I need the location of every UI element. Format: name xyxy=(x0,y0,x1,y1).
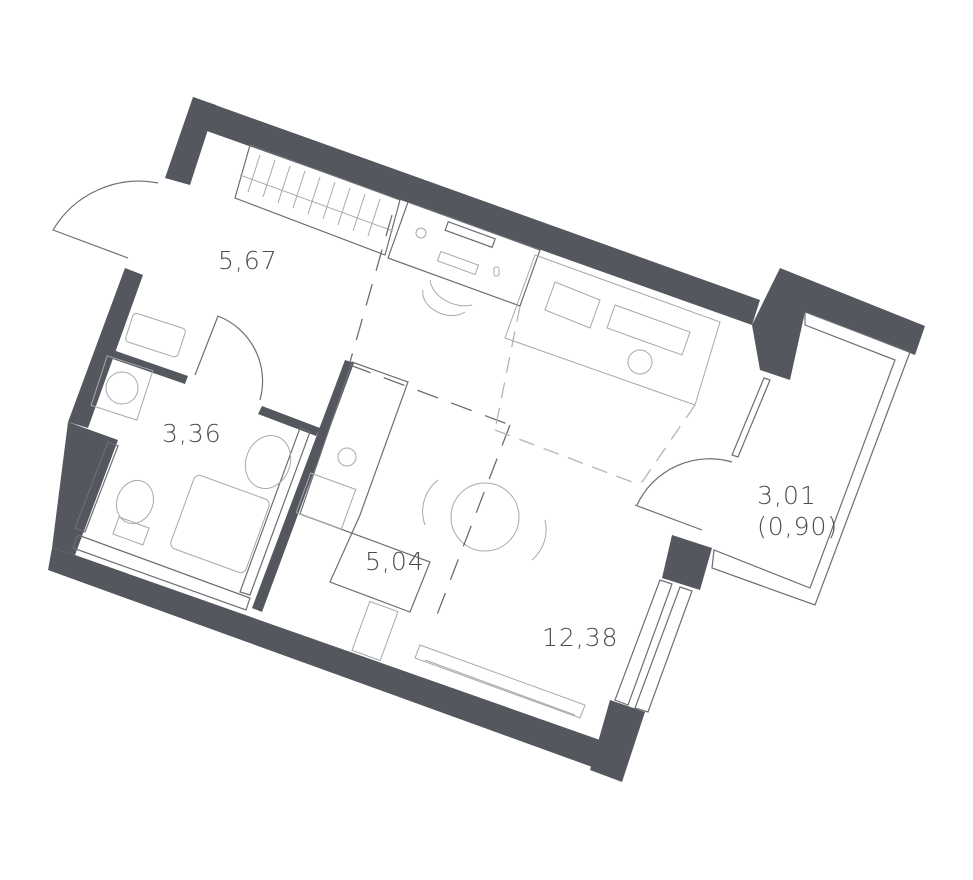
room-area-living: 12,38 xyxy=(542,623,619,652)
bath-wall-strip xyxy=(74,441,119,533)
wall-left-lower xyxy=(52,422,118,555)
wardrobe-hangers xyxy=(239,154,394,237)
window-bottom-right xyxy=(614,579,673,706)
wall-pillar xyxy=(662,535,712,590)
balcony-area-reduced: (0,90) xyxy=(757,512,839,542)
window-balcony xyxy=(731,377,771,458)
bath-right-strip xyxy=(239,427,311,596)
wall-bath-top xyxy=(110,350,188,384)
room-area-hall: 5,67 xyxy=(218,246,278,275)
hob-icon xyxy=(337,447,357,467)
dining-chair-left xyxy=(422,479,439,526)
keyboard-icon xyxy=(436,250,480,276)
sofa-cushion-left xyxy=(544,281,601,329)
lamp-icon xyxy=(415,227,427,239)
stove-icon xyxy=(351,600,399,662)
dining-table xyxy=(450,482,520,552)
doors xyxy=(52,180,733,531)
sofa-cushion-right xyxy=(606,304,691,356)
zone-desk-sofa xyxy=(494,305,521,431)
walls xyxy=(48,97,925,782)
shower-tray xyxy=(170,474,270,574)
room-area-bathroom: 3,36 xyxy=(162,419,222,448)
windows xyxy=(72,311,911,713)
dining-chair-right xyxy=(531,519,547,561)
bathroom-door-icon xyxy=(194,315,264,401)
entrance-door-icon xyxy=(52,180,159,259)
tv-console xyxy=(414,644,586,719)
chair-icon xyxy=(422,279,473,317)
sink-icon xyxy=(244,435,292,489)
balcony-outline xyxy=(711,311,911,606)
zone-kitchen-top xyxy=(349,364,511,426)
balcony-area: 3,01 xyxy=(757,481,817,510)
wall-bath-right xyxy=(252,360,354,612)
zone-kitchen-living xyxy=(434,424,511,621)
kitchen-sink xyxy=(295,472,357,530)
bath-bottom-strip xyxy=(72,534,251,611)
wall-left xyxy=(68,268,143,428)
zone-lines xyxy=(349,214,696,621)
zone-hall-desk xyxy=(349,214,393,363)
room-area-balcony: 3,01 (0,90) xyxy=(757,480,839,543)
mouse-icon xyxy=(493,266,500,277)
wardrobe xyxy=(234,144,401,256)
wall-balcony-top xyxy=(752,268,925,380)
furniture xyxy=(90,144,721,719)
washing-machine xyxy=(90,355,154,421)
shoe-bench xyxy=(125,312,186,358)
wall-bath-right-top xyxy=(258,406,320,436)
monitor-icon xyxy=(444,220,496,249)
room-area-kitchen: 5,04 xyxy=(365,547,425,576)
zone-living-bottom xyxy=(494,429,641,486)
wall-top xyxy=(190,97,760,325)
zone-living-right xyxy=(639,404,696,486)
cat-icon xyxy=(627,349,653,375)
wall-bottom-right xyxy=(590,700,645,782)
wall-top-left xyxy=(165,97,216,185)
toilet-tank xyxy=(112,516,150,546)
tv-icon xyxy=(424,659,576,716)
wall-bottom xyxy=(48,548,600,768)
washing-machine-drum xyxy=(105,371,139,405)
window-bottom-right-inner xyxy=(634,586,693,713)
toilet-icon xyxy=(115,479,155,525)
balcony-door-icon xyxy=(634,458,733,531)
